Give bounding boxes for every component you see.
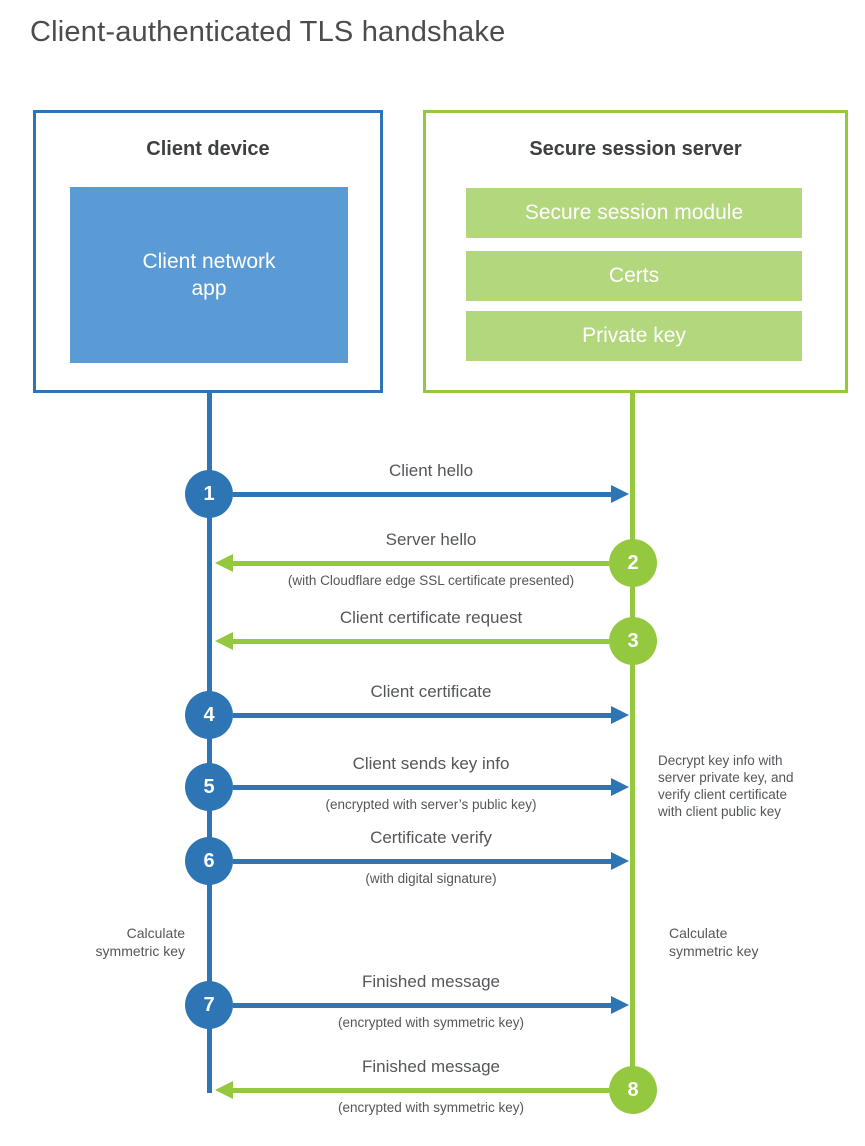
- step-7-badge: 7: [185, 981, 233, 1029]
- client-network-app-block: Client network app: [70, 187, 348, 363]
- client-lifeline: [207, 392, 212, 1093]
- arrow-head-icon: [611, 996, 629, 1014]
- server-decrypt-note: Decrypt key info with server private key…: [658, 753, 794, 819]
- arrow-head-icon: [215, 632, 233, 650]
- arrow-shaft: [233, 491, 613, 497]
- step-8-sublabel: (encrypted with symmetric key): [337, 1100, 525, 1115]
- step-6-sublabel: (with digital signature): [365, 871, 497, 886]
- step-7-sublabel: (encrypted with symmetric key): [337, 1015, 525, 1030]
- arrow-shaft: [231, 560, 609, 566]
- step-2-badge: 2: [609, 539, 657, 587]
- server-calculate-key-note: Calculate symmetric key: [669, 925, 759, 959]
- step-1-arrow-right: [233, 485, 629, 503]
- step-6-arrow-right: [233, 852, 629, 870]
- step-4-label: Client certificate: [370, 682, 492, 701]
- step-4-arrow-right: [233, 706, 629, 724]
- arrow-shaft: [231, 638, 609, 644]
- step-3-arrow-left: [215, 632, 609, 650]
- client-calculate-key-note: Calculate symmetric key: [95, 925, 185, 959]
- arrow-head-icon: [611, 706, 629, 724]
- step-3-badge: 3: [609, 617, 657, 665]
- step-7-label: Finished message: [362, 972, 500, 991]
- arrow-shaft: [231, 1087, 609, 1093]
- step-8-badge: 8: [609, 1066, 657, 1114]
- step-7-arrow-right: [233, 996, 629, 1014]
- server-module-secure-session: Secure session module: [466, 188, 802, 238]
- step-5-badge: 5: [185, 763, 233, 811]
- arrow-head-icon: [611, 778, 629, 796]
- step-3-label: Client certificate request: [339, 608, 523, 627]
- step-8-arrow-left: [215, 1081, 609, 1099]
- step-6-label: Certificate verify: [370, 828, 492, 847]
- page-title: Client-authenticated TLS handshake: [30, 16, 506, 48]
- step-2-sublabel: (with Cloudflare edge SSL certificate pr…: [287, 573, 575, 588]
- step-2-label: Server hello: [385, 530, 477, 549]
- step-8-label: Finished message: [362, 1057, 500, 1076]
- arrow-head-icon: [215, 554, 233, 572]
- step-5-sublabel: (encrypted with server’s public key): [325, 797, 537, 812]
- arrow-shaft: [233, 858, 613, 864]
- step-5-label: Client sends key info: [352, 754, 510, 773]
- step-4-badge: 4: [185, 691, 233, 739]
- step-6-badge: 6: [185, 837, 233, 885]
- step-1-label: Client hello: [388, 461, 474, 480]
- secure-session-server-title: Secure session server: [529, 138, 742, 160]
- server-module-private-key: Private key: [466, 311, 802, 361]
- step-5-arrow-right: [233, 778, 629, 796]
- arrow-head-icon: [611, 485, 629, 503]
- arrow-shaft: [233, 1002, 613, 1008]
- arrow-shaft: [233, 712, 613, 718]
- arrow-shaft: [233, 784, 613, 790]
- arrow-head-icon: [215, 1081, 233, 1099]
- arrow-head-icon: [611, 852, 629, 870]
- step-2-arrow-left: [215, 554, 609, 572]
- server-lifeline: [630, 393, 635, 1092]
- client-device-title: Client device: [146, 138, 270, 160]
- step-1-badge: 1: [185, 470, 233, 518]
- server-module-certs: Certs: [466, 251, 802, 301]
